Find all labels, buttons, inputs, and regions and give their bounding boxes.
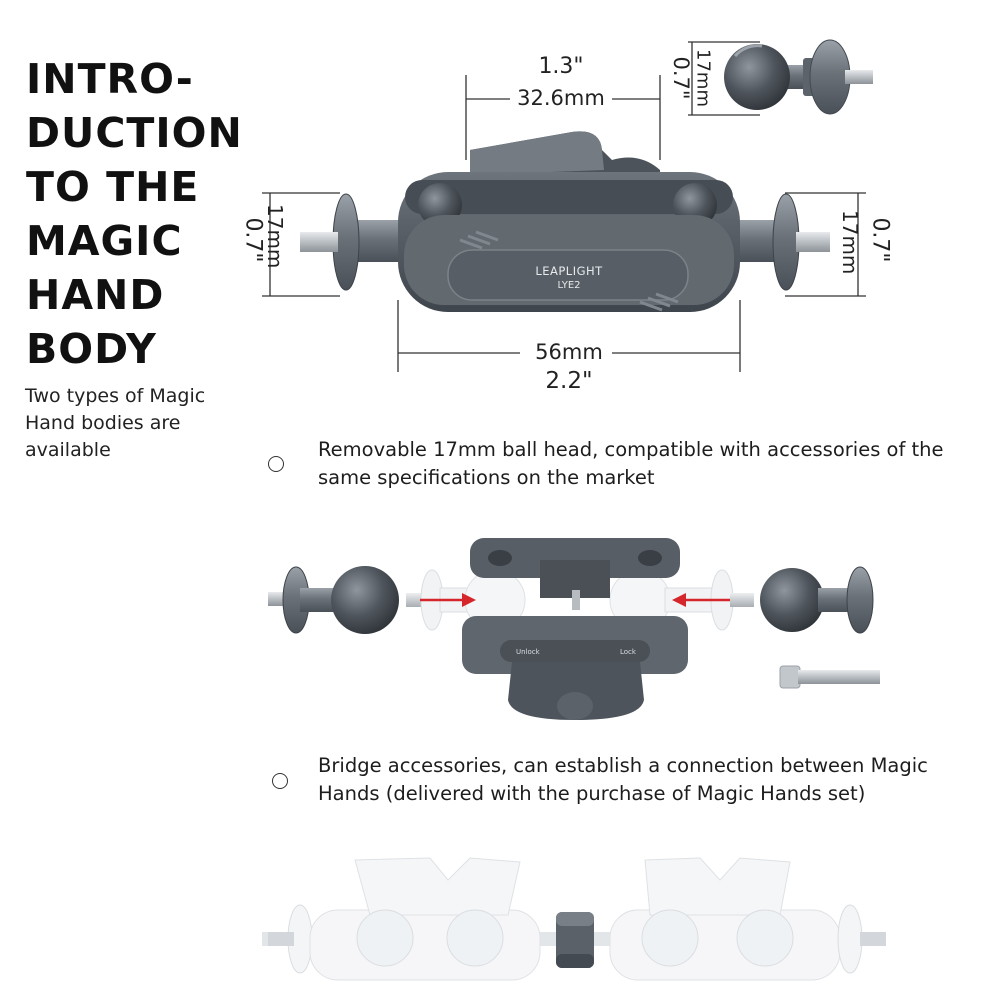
insert-arrow-right bbox=[672, 593, 730, 607]
right-dimension-mm: 17mm bbox=[838, 210, 862, 275]
right-dimension-inch: 0.7" bbox=[867, 217, 893, 263]
title-line: INTRO- bbox=[26, 55, 194, 103]
bridge-connector bbox=[556, 912, 594, 968]
product-dimension-diagram bbox=[262, 39, 873, 372]
feature-text: Bridge accessories, can establish a conn… bbox=[318, 754, 928, 805]
top-dimension-inch: 1.3" bbox=[538, 54, 584, 79]
title-line: MAGIC bbox=[26, 217, 183, 265]
left-dimension-inch: 0.7" bbox=[240, 217, 266, 263]
left-dimension bbox=[262, 192, 340, 297]
ghost-magic-hands bbox=[262, 857, 886, 981]
left-ball-head bbox=[268, 566, 399, 634]
bridge-screw bbox=[779, 665, 880, 689]
ball-dimension-mm: 17mm bbox=[692, 49, 714, 107]
product-model: LYE2 bbox=[557, 280, 581, 291]
left-dimension-mm: 17mm bbox=[263, 204, 287, 269]
product-brand: LEAPLIGHT bbox=[535, 264, 603, 278]
insert-arrow-left bbox=[420, 593, 476, 607]
bridge-assembly-diagram bbox=[262, 857, 886, 981]
subtitle: Two types of Magic Hand bodies are avail… bbox=[25, 385, 206, 461]
top-dimension-mm: 32.6mm bbox=[517, 86, 605, 110]
lock-label: Lock bbox=[620, 648, 637, 656]
right-dimension bbox=[785, 192, 866, 297]
title-line: TO THE bbox=[26, 163, 200, 211]
bottom-dimension-inch: 2.2" bbox=[545, 368, 593, 394]
magic-hand-body-image bbox=[300, 131, 830, 312]
page-title: INTRO- DUCTION TO THE MAGIC HAND BODY bbox=[26, 52, 256, 376]
feature-text: Removable 17mm ball head, compatible wit… bbox=[318, 438, 944, 489]
ball-head-image bbox=[724, 39, 873, 115]
bullet-icon bbox=[272, 773, 288, 789]
ball-dimension bbox=[688, 41, 760, 116]
top-dimension bbox=[465, 75, 661, 160]
exploded-view-diagram: Unlock Lock bbox=[268, 538, 880, 720]
unlock-label: Unlock bbox=[516, 648, 541, 656]
bottom-dimension bbox=[397, 300, 741, 372]
right-ball-head bbox=[760, 566, 874, 634]
clamp-body-exploded bbox=[462, 538, 688, 720]
ball-dimension-inch: 0.7" bbox=[669, 56, 693, 100]
title-line: HAND bbox=[26, 271, 165, 319]
title-line: DUCTION bbox=[26, 109, 243, 157]
bullet-icon bbox=[268, 456, 284, 472]
title-line: BODY bbox=[26, 325, 157, 373]
bottom-dimension-mm: 56mm bbox=[535, 340, 603, 364]
